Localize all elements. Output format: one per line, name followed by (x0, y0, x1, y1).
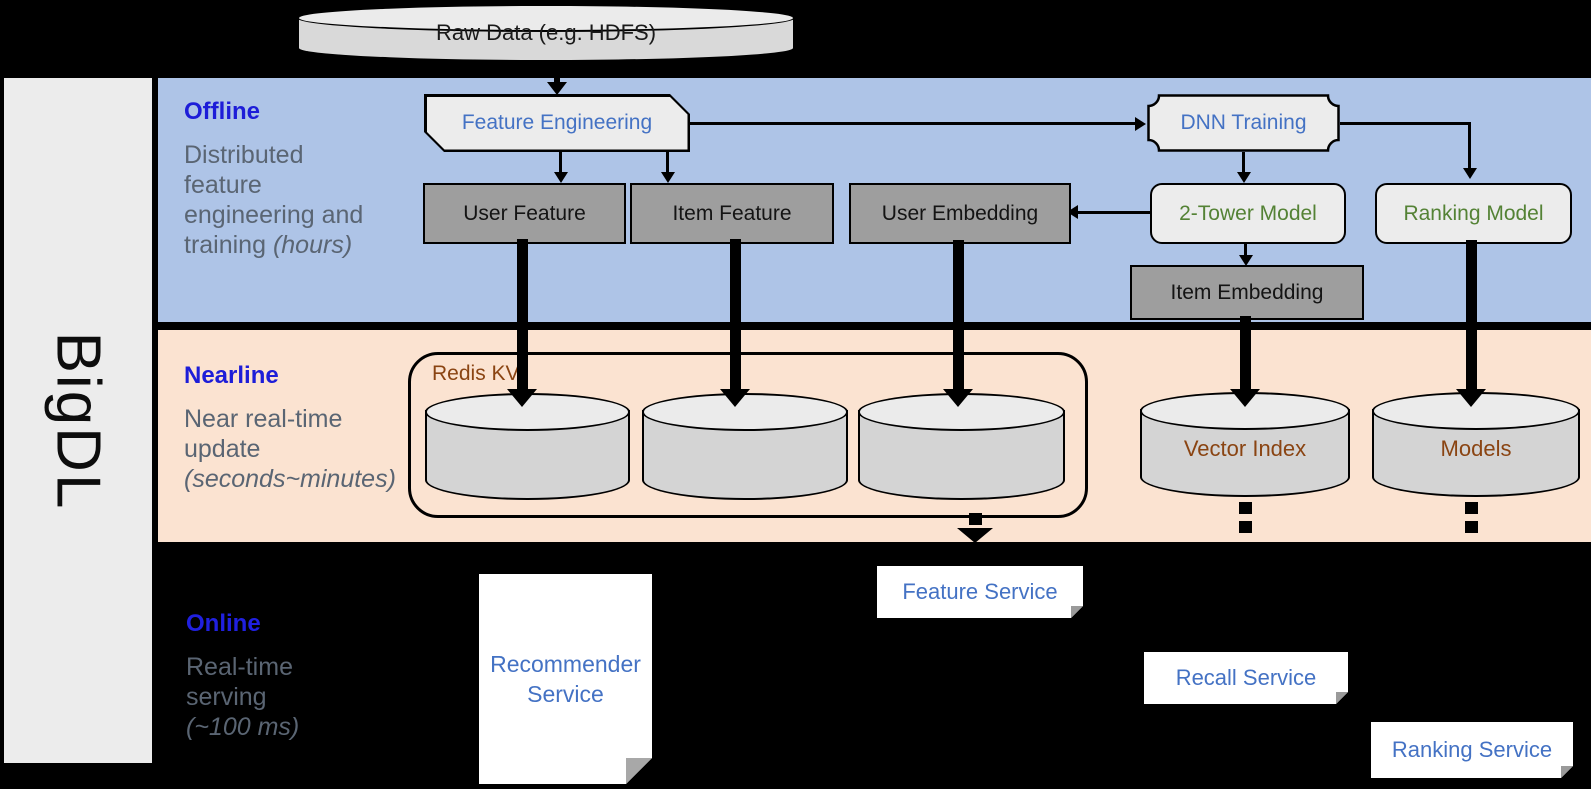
nearline-desc-line1: Near real-time (184, 405, 343, 433)
redis-kv-label: Redis KV (432, 362, 520, 385)
item-embedding-node: Item Embedding (1130, 265, 1364, 320)
raw-data-label: Raw Data (e.g. HDFS) (435, 20, 657, 45)
offline-desc-line4: training (hours) (184, 231, 353, 259)
document-fold-icon (1561, 766, 1573, 778)
item-feature-node: Item Feature (630, 183, 834, 244)
online-desc-line2: serving (186, 683, 267, 711)
online-desc-line1: Real-time (186, 653, 293, 681)
vector-index-label: Vector Index (1183, 436, 1307, 462)
bigdl-sidebar: BigDL (4, 78, 152, 763)
ranking-service-label: Ranking Service (1371, 722, 1573, 778)
online-description: Real-time serving (~100 ms) (186, 652, 406, 742)
user-feature-node: User Feature (423, 183, 626, 244)
nearline-desc-line2: update (184, 435, 261, 463)
feature-service-label: Feature Service (877, 566, 1083, 618)
dnn-training-node: DNN Training (1147, 94, 1340, 152)
recall-service-label: Recall Service (1144, 652, 1348, 704)
models-label: Models (1440, 436, 1512, 462)
offline-description: Distributed feature engineering and trai… (184, 140, 424, 260)
vector-index-cylinder: Vector Index (1140, 392, 1350, 497)
raw-data-cylinder: Raw Data (e.g. HDFS) (297, 4, 795, 62)
feature-engineering-node: Feature Engineering (424, 94, 690, 152)
feature-engineering-label: Feature Engineering (427, 97, 688, 150)
redis-shard-cylinder-2 (642, 393, 848, 500)
offline-desc-line1: Distributed (184, 141, 304, 169)
recall-service-node: Recall Service (1144, 652, 1348, 704)
document-fold-icon (1336, 692, 1348, 704)
dnn-plaque-shape (1147, 94, 1340, 152)
two-tower-model-node: 2-Tower Model (1150, 183, 1346, 244)
dnn-training-label: DNN Training (1180, 111, 1307, 134)
bigdl-brand-label: BigDL (43, 331, 113, 510)
user-embedding-node: User Embedding (849, 183, 1071, 244)
ranking-model-node: Ranking Model (1375, 183, 1572, 244)
document-fold-icon (626, 758, 652, 784)
offline-title: Offline (184, 98, 260, 125)
nearline-desc-latency: (seconds~minutes) (184, 465, 396, 493)
offline-desc-line3: engineering and (184, 201, 364, 229)
online-title: Online (186, 610, 261, 637)
redis-kv-container (408, 352, 1088, 518)
recommender-service-label: Recommender Service (479, 574, 652, 784)
ranking-service-node: Ranking Service (1371, 722, 1573, 778)
redis-shard-cylinder-3 (858, 393, 1065, 500)
nearline-title: Nearline (184, 362, 279, 389)
models-cylinder: Models (1372, 392, 1580, 497)
redis-shard-cylinder-1 (425, 393, 630, 500)
offline-desc-hours: (hours) (272, 231, 353, 259)
document-fold-icon (1071, 606, 1083, 618)
offline-desc-line2: feature (184, 171, 262, 199)
recommender-service-node: Recommender Service (479, 574, 652, 784)
feature-service-node: Feature Service (877, 566, 1083, 618)
online-desc-latency: (~100 ms) (186, 713, 300, 741)
raw-data-cylinder-top (297, 4, 795, 32)
nearline-description: Near real-time update (seconds~minutes) (184, 404, 434, 494)
